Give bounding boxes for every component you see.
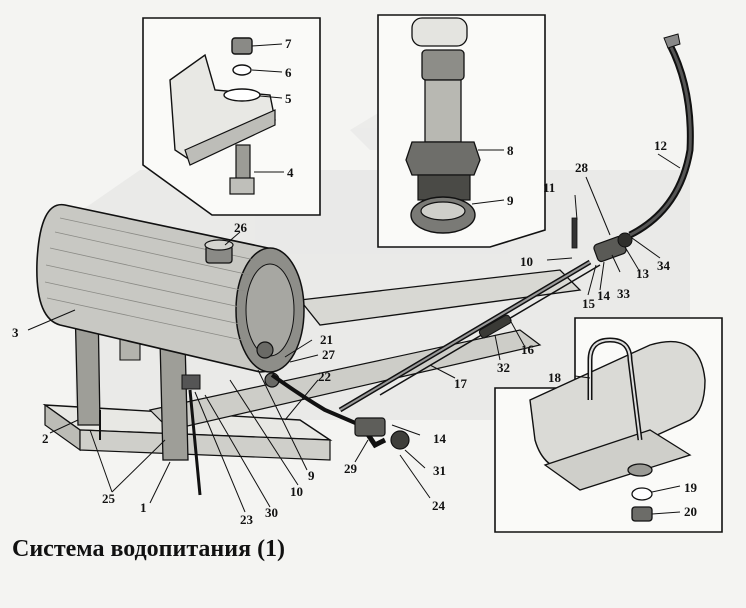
leader-lines	[27, 153, 681, 513]
callout-14-bottom: 14	[433, 431, 447, 446]
callout-34: 34	[657, 258, 671, 273]
callout-26: 26	[234, 220, 248, 235]
callout-1: 1	[140, 500, 147, 515]
callout-16: 16	[521, 342, 535, 357]
callout-14-top: 14	[597, 288, 611, 303]
callout-10-top: 10	[520, 254, 533, 269]
callout-11: 11	[543, 180, 555, 195]
diagram-title: Система водопитания (1)	[12, 536, 286, 562]
callout-32: 32	[497, 360, 510, 375]
callout-23: 23	[240, 512, 254, 527]
callout-9-top: 9	[507, 193, 514, 208]
bolt-detail-inset	[142, 17, 321, 216]
callout-31: 31	[433, 463, 446, 478]
callout-9-bottom: 9	[308, 468, 315, 483]
main-assembly	[36, 33, 694, 496]
callout-29: 29	[344, 461, 358, 476]
callout-22: 22	[318, 369, 331, 384]
callout-7: 7	[285, 36, 292, 51]
fitting-detail-inset	[377, 14, 546, 248]
callout-24: 24	[432, 498, 446, 513]
callout-19: 19	[684, 480, 698, 495]
callout-12: 12	[654, 138, 667, 153]
callout-8: 8	[507, 143, 514, 158]
callout-27: 27	[322, 347, 336, 362]
callout-2: 2	[42, 431, 49, 446]
callout-3: 3	[12, 325, 19, 340]
callout-18: 18	[548, 370, 562, 385]
callout-28: 28	[575, 160, 589, 175]
ubolt-detail-inset	[494, 317, 723, 533]
callout-30: 30	[265, 505, 278, 520]
callout-33: 33	[617, 286, 631, 301]
callout-6: 6	[285, 65, 292, 80]
callout-4: 4	[287, 165, 294, 180]
callout-21: 21	[320, 332, 333, 347]
callout-15: 15	[582, 296, 596, 311]
callout-20: 20	[684, 504, 697, 519]
callout-5: 5	[285, 91, 292, 106]
callout-17: 17	[454, 376, 468, 391]
callout-13: 13	[636, 266, 650, 281]
callout-25: 25	[102, 491, 116, 506]
callout-10-bottom: 10	[290, 484, 303, 499]
callout-labels: 7 6 5 4 8 9 11 28 12 10 13 34 14 33 15 1…	[12, 36, 698, 527]
